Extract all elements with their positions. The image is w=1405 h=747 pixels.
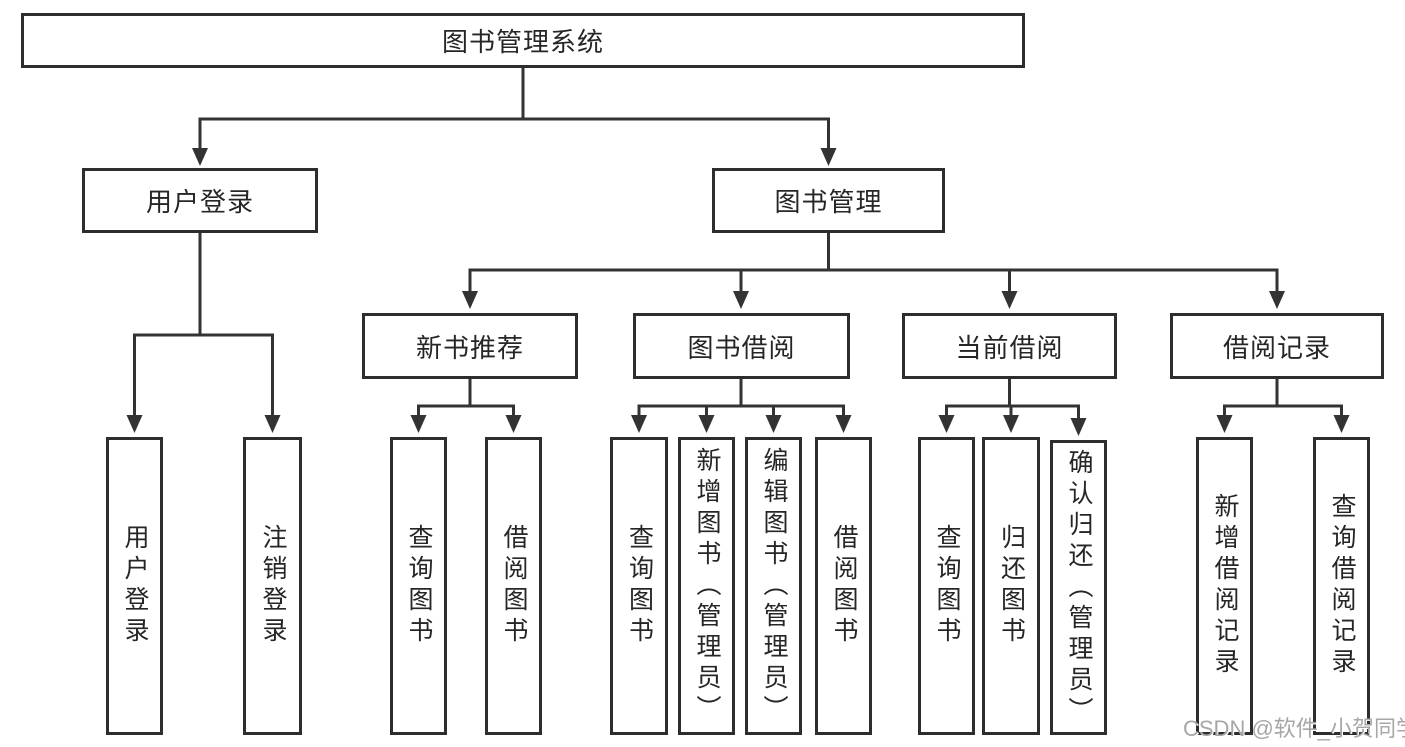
leaf-edit-book-admin: 编辑图书（管理员） <box>745 437 802 735</box>
arrow-down-icon <box>126 415 143 433</box>
node-current-borrow: 当前借阅 <box>902 313 1117 379</box>
arrow-down-icon <box>938 415 955 433</box>
arrow-down-icon <box>698 415 715 433</box>
leaf-user-login: 用户登录 <box>106 437 163 735</box>
csdn-watermark: CSDN @软件_小贺同学 <box>1183 716 1405 741</box>
arrow-down-icon <box>733 291 749 309</box>
connector-borrow-record-branch <box>1223 377 1343 418</box>
connector-current-borrow-branch <box>945 377 1080 421</box>
node-book-management: 图书管理 <box>712 168 945 233</box>
leaf-borrow-book: 借阅图书 <box>815 437 872 735</box>
arrow-down-icon <box>765 415 782 433</box>
arrow-down-icon <box>410 415 427 433</box>
leaf-query-book-current: 查询图书 <box>918 437 975 735</box>
arrow-down-icon <box>1070 418 1087 436</box>
node-new-book-recommend: 新书推荐 <box>362 313 578 379</box>
arrow-down-icon <box>820 148 837 166</box>
leaf-return-book: 归还图书 <box>982 437 1040 735</box>
arrow-down-icon <box>1216 415 1233 433</box>
leaf-confirm-return-admin: 确认归还（管理员） <box>1050 440 1107 735</box>
leaf-query-borrow-record: 查询借阅记录 <box>1313 437 1370 735</box>
connector-book-management-branch <box>468 231 1279 294</box>
connector-root-to-level1 <box>198 66 830 152</box>
connector-book-borrow-branch <box>637 377 845 418</box>
arrow-down-icon <box>505 415 522 433</box>
arrow-down-icon <box>192 148 208 166</box>
arrow-down-icon <box>1001 291 1018 309</box>
arrow-down-icon <box>264 415 281 433</box>
arrow-down-icon <box>1333 415 1350 433</box>
leaf-add-book-admin: 新增图书（管理员） <box>678 437 735 735</box>
connector-user-login-branch <box>133 231 274 418</box>
arrow-down-icon <box>1269 291 1285 309</box>
node-user-login: 用户登录 <box>82 168 318 233</box>
arrow-down-icon <box>462 291 478 309</box>
arrow-down-icon <box>835 415 852 433</box>
arrow-down-icon <box>631 415 647 433</box>
leaf-logout: 注销登录 <box>243 437 302 735</box>
node-borrow-record: 借阅记录 <box>1170 313 1384 379</box>
node-library-management-system: 图书管理系统 <box>21 13 1025 68</box>
node-book-borrow: 图书借阅 <box>633 313 850 379</box>
connector-new-book-branch <box>417 377 515 418</box>
leaf-query-book-borrow: 查询图书 <box>610 437 668 735</box>
leaf-add-borrow-record: 新增借阅记录 <box>1196 437 1253 735</box>
arrow-down-icon <box>1003 415 1019 433</box>
leaf-query-book-recommend: 查询图书 <box>390 437 447 735</box>
leaf-borrow-book-recommend: 借阅图书 <box>485 437 542 735</box>
